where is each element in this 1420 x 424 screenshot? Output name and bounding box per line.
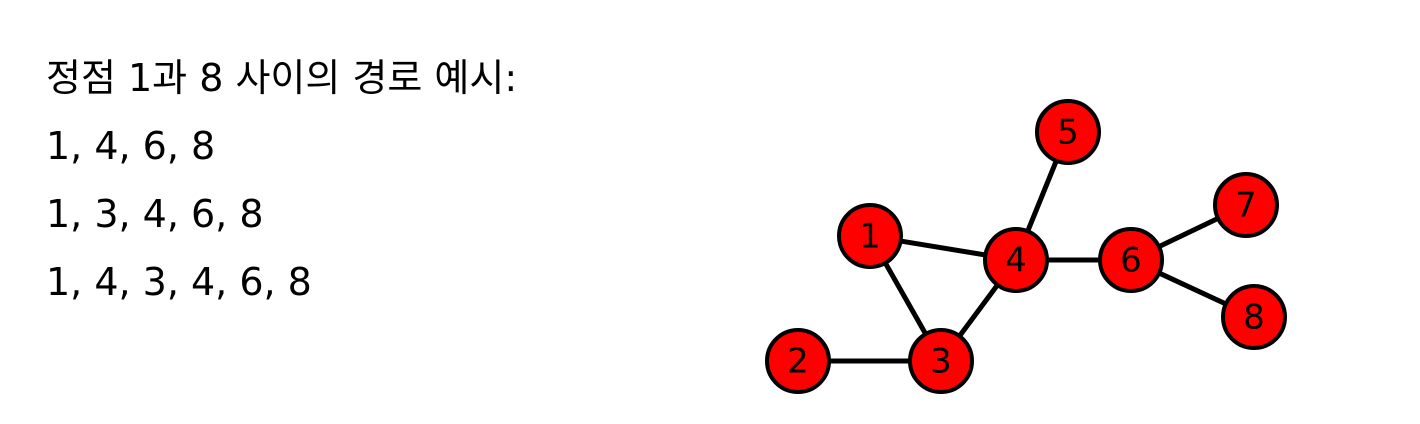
node-5-circle <box>1035 99 1101 165</box>
node-7: 7 <box>1213 172 1279 238</box>
node-6: 6 <box>1098 227 1164 293</box>
node-3-label: 3 <box>930 342 952 382</box>
node-2-label: 2 <box>787 342 809 382</box>
node-7-label: 7 <box>1235 186 1257 226</box>
node-1-circle <box>837 203 903 269</box>
node-1: 1 <box>837 203 903 269</box>
path-example-2: 1, 3, 4, 6, 8 <box>46 192 264 236</box>
node-8-circle <box>1221 284 1287 350</box>
node-6-circle <box>1098 227 1164 293</box>
node-5: 5 <box>1035 99 1101 165</box>
node-7-circle <box>1213 172 1279 238</box>
node-8-label: 8 <box>1243 298 1265 338</box>
node-3-circle <box>908 328 974 394</box>
heading: 정점 1과 8 사이의 경로 예시: <box>46 56 518 100</box>
graph-nodes: 1 2 3 4 5 6 7 8 <box>765 99 1287 394</box>
node-4: 4 <box>983 227 1049 293</box>
path-example-1: 1, 4, 6, 8 <box>46 124 216 168</box>
node-8: 8 <box>1221 284 1287 350</box>
node-5-label: 5 <box>1057 113 1079 153</box>
path-example-3: 1, 4, 3, 4, 6, 8 <box>46 260 312 304</box>
node-3: 3 <box>908 328 974 394</box>
node-2: 2 <box>765 328 831 394</box>
node-4-circle <box>983 227 1049 293</box>
text-block: 정점 1과 8 사이의 경로 예시: 1, 4, 6, 8 1, 3, 4, 6… <box>46 44 517 316</box>
node-1-label: 1 <box>859 217 881 257</box>
node-2-circle <box>765 328 831 394</box>
node-4-label: 4 <box>1005 241 1027 281</box>
node-6-label: 6 <box>1120 241 1142 281</box>
